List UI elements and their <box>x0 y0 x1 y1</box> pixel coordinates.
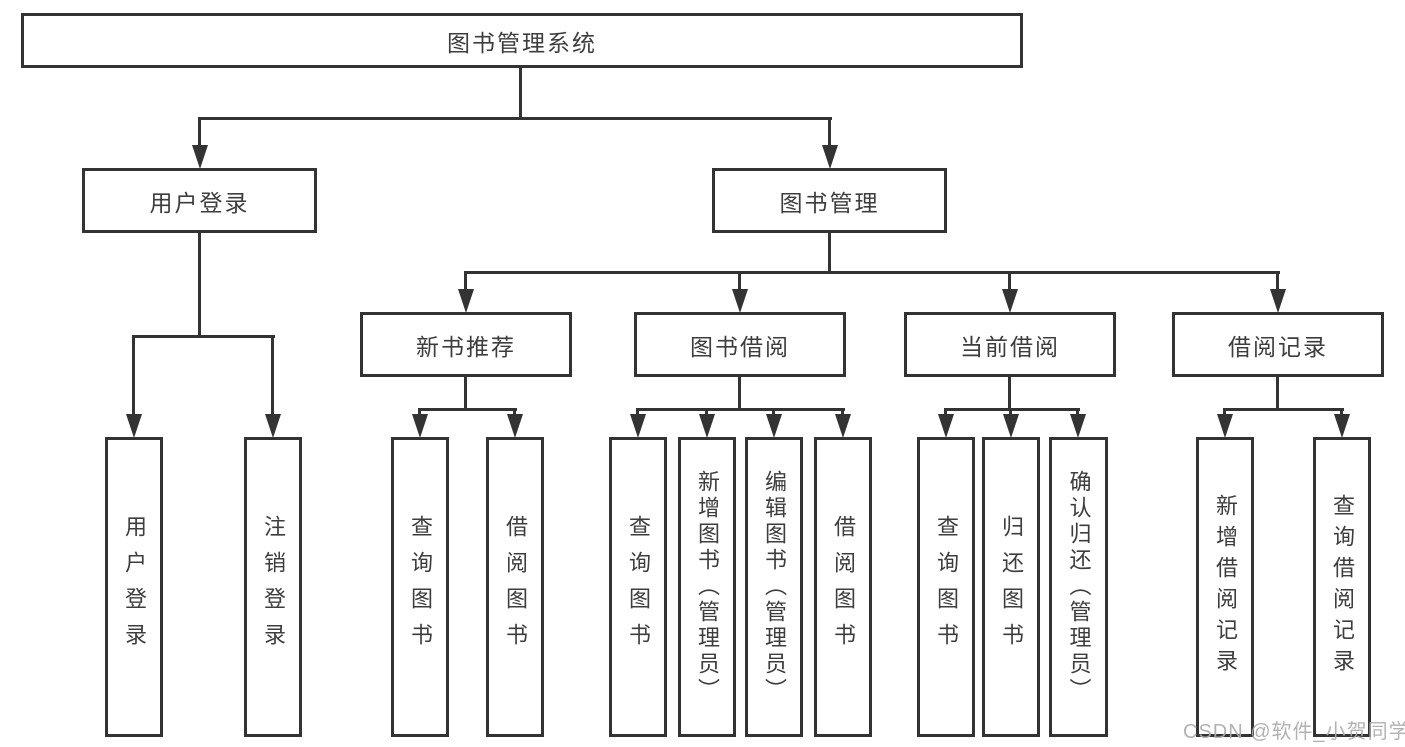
arrowhead-down <box>1270 289 1286 313</box>
arrowhead-down <box>630 414 646 438</box>
leaf-user-login: 用户登录 <box>105 437 163 737</box>
connector-vline <box>828 233 831 274</box>
connector-vline <box>132 335 135 420</box>
connector-vline <box>519 68 522 120</box>
leaf-label: 查询图书 <box>626 515 651 659</box>
leaf-label: 新增图书（管理员） <box>695 470 720 704</box>
connector-vline <box>198 233 201 338</box>
leaf-borrow-books: 借阅图书 <box>814 437 872 737</box>
leaf-return-books: 归还图书 <box>982 437 1040 737</box>
connector-hline <box>198 117 832 120</box>
leaf-label: 用户登录 <box>122 515 147 659</box>
connector-hline <box>418 408 517 411</box>
connector-vline <box>1009 408 1012 419</box>
leaf-add-books-admin: 新增图书（管理员） <box>678 437 736 737</box>
leaf-label: 查询借阅记录 <box>1330 494 1355 680</box>
connector-vline <box>841 408 844 419</box>
watermark-text: CSDN @软件_小贺同学 <box>1183 721 1405 743</box>
connector-hline <box>464 271 1280 274</box>
node-book-borrowing: 图书借阅 <box>634 312 846 377</box>
connector-vline <box>464 377 467 411</box>
connector-vline <box>513 408 516 419</box>
leaf-label: 借阅图书 <box>503 515 528 659</box>
leaf-confirm-return-admin: 确认归还（管理员） <box>1049 437 1108 737</box>
arrowhead-down <box>507 414 523 438</box>
arrowhead-down <box>458 289 474 313</box>
connector-vline <box>772 408 775 419</box>
connector-vline <box>944 408 947 419</box>
node-borrowing-records: 借阅记录 <box>1172 312 1384 377</box>
arrowhead-down <box>1070 414 1086 438</box>
leaf-label: 借阅图书 <box>831 515 856 659</box>
arrowhead-down <box>1217 414 1233 438</box>
connector-vline <box>271 335 274 420</box>
arrowhead-down <box>265 414 281 438</box>
arrowhead-down <box>1334 414 1350 438</box>
connector-vline <box>1340 408 1343 419</box>
leaf-label: 编辑图书（管理员） <box>762 470 787 704</box>
arrowhead-down <box>835 414 851 438</box>
connector-vline <box>1276 377 1279 411</box>
connector-vline <box>1008 271 1011 295</box>
node-user-login: 用户登录 <box>82 168 317 233</box>
leaf-label: 确认归还（管理员） <box>1066 470 1092 704</box>
connector-vline <box>636 408 639 419</box>
arrowhead-down <box>412 414 428 438</box>
leaf-edit-books-admin: 编辑图书（管理员） <box>745 437 803 737</box>
arrowhead-down <box>699 414 715 438</box>
leaf-label: 新增借阅记录 <box>1213 494 1238 680</box>
connector-hline <box>636 408 845 411</box>
leaf-query-borrow-record: 查询借阅记录 <box>1313 437 1371 737</box>
leaf-borrow-books-recommend: 借阅图书 <box>486 437 544 737</box>
connector-vline <box>418 408 421 419</box>
leaf-query-books-current: 查询图书 <box>917 437 975 737</box>
arrowhead-down <box>938 414 954 438</box>
leaf-label: 查询图书 <box>408 515 433 659</box>
connector-vline <box>738 271 741 295</box>
arrowhead-down <box>732 289 748 313</box>
connector-hline <box>132 335 275 338</box>
leaf-add-borrow-record: 新增借阅记录 <box>1196 437 1254 737</box>
arrowhead-down <box>822 145 838 169</box>
leaf-label: 查询图书 <box>934 515 959 659</box>
node-book-management: 图书管理 <box>712 168 947 233</box>
leaf-label: 注销登录 <box>261 515 286 659</box>
arrowhead-down <box>1003 414 1019 438</box>
connector-vline <box>1223 408 1226 419</box>
leaf-logout: 注销登录 <box>244 437 302 737</box>
connector-vline <box>1008 377 1011 411</box>
leaf-label: 归还图书 <box>999 515 1024 659</box>
leaf-query-books-recommend: 查询图书 <box>391 437 449 737</box>
node-new-book-recommendation: 新书推荐 <box>360 312 572 377</box>
connector-hline <box>1223 408 1344 411</box>
connector-vline <box>464 271 467 295</box>
connector-vline <box>198 117 201 150</box>
leaf-query-books-borrowing: 查询图书 <box>609 437 667 737</box>
connector-vline <box>828 117 831 150</box>
connector-hline <box>944 408 1080 411</box>
arrowhead-down <box>766 414 782 438</box>
node-library-management-system: 图书管理系统 <box>21 13 1023 68</box>
connector-vline <box>1276 271 1279 295</box>
arrowhead-down <box>192 145 208 169</box>
node-current-borrowing: 当前借阅 <box>904 312 1116 377</box>
connector-vline <box>738 377 741 411</box>
connector-vline <box>705 408 708 419</box>
arrowhead-down <box>126 414 142 438</box>
arrowhead-down <box>1002 289 1018 313</box>
connector-vline <box>1076 408 1079 419</box>
